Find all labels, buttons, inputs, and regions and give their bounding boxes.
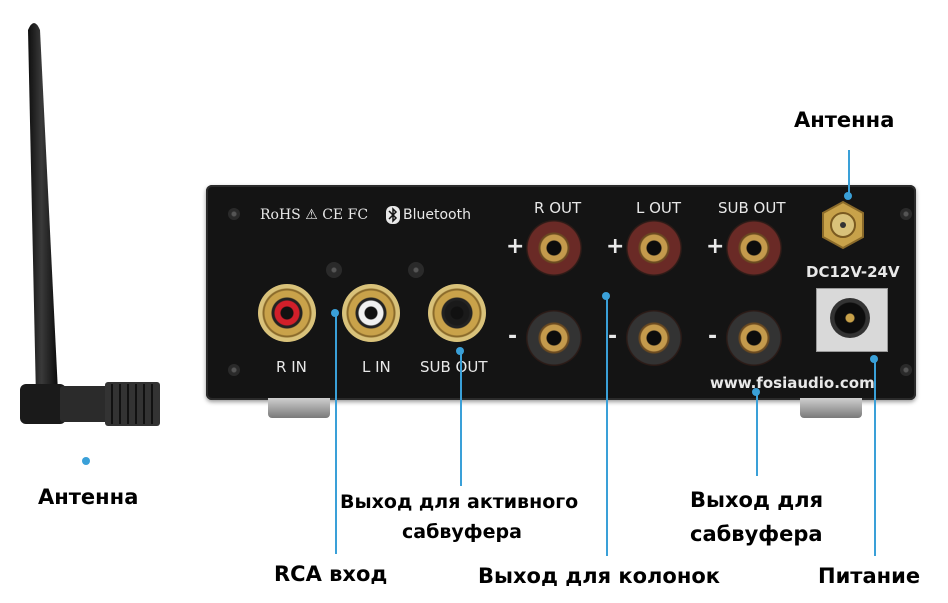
active-sub-label-line2: сабвуфера <box>402 521 522 543</box>
binding-post-icon <box>526 220 582 276</box>
active-sub-label-line1: Выход для активного <box>340 491 579 513</box>
screw-icon <box>900 364 912 376</box>
website-label: www.fosiaudio.com <box>710 374 875 392</box>
r-in-label: R IN <box>276 358 307 376</box>
screw-icon <box>228 208 240 220</box>
plus-sign: + <box>506 234 525 259</box>
antenna-callout-line <box>848 150 850 198</box>
minus-sign: - <box>708 324 718 349</box>
speaker-out-label: Выход для колонок <box>478 564 721 588</box>
screw-icon <box>900 208 912 220</box>
rca-jack-icon <box>258 284 316 342</box>
power-callout-dot <box>870 355 878 363</box>
power-callout-line <box>874 360 876 556</box>
sub-out-label-line1: Выход для <box>690 488 824 512</box>
power-label: Питание <box>818 564 921 588</box>
antenna-left-label: Антенна <box>38 485 139 509</box>
dc-voltage-label: DC12V-24V <box>806 263 900 281</box>
speaker-callout-dot <box>602 292 610 300</box>
bluetooth-label: Bluetooth <box>403 207 471 223</box>
binding-post-icon <box>726 310 782 366</box>
left-foot <box>268 398 330 418</box>
rca-jack-icon <box>428 284 486 342</box>
bluetooth-icon <box>386 206 400 224</box>
rca-callout-dot <box>331 309 339 317</box>
sub-out-label-line2: сабвуфера <box>690 522 823 546</box>
plus-sign: + <box>706 234 725 259</box>
screw-icon <box>228 364 240 376</box>
active-sub-callout-dot <box>456 347 464 355</box>
sub-out-callout-dot <box>752 388 760 396</box>
plus-sign: + <box>606 234 625 259</box>
sub-out-callout-line <box>756 394 758 476</box>
active-sub-callout-line <box>460 352 462 486</box>
rca-callout-line <box>335 314 337 554</box>
sub-out-bottom-label: SUB OUT <box>420 358 488 376</box>
dc-jack-socket <box>830 298 870 338</box>
right-foot <box>800 398 862 418</box>
antenna-callout-dot <box>844 192 852 200</box>
binding-post-icon <box>626 220 682 276</box>
antenna-icon <box>20 23 160 426</box>
screw-icon <box>408 262 424 278</box>
rca-input-label: RCA вход <box>274 562 388 586</box>
minus-sign: - <box>608 324 618 349</box>
cert-marks: RoHS ⚠ CE FC <box>260 207 369 223</box>
binding-post-icon <box>626 310 682 366</box>
sma-connector-icon <box>822 200 864 250</box>
minus-sign: - <box>508 324 518 349</box>
r-out-label: R OUT <box>534 199 582 217</box>
sub-out-top-label: SUB OUT <box>718 199 786 217</box>
binding-post-icon <box>526 310 582 366</box>
speaker-callout-line <box>606 298 608 556</box>
antenna-right-label: Антенна <box>794 108 895 132</box>
binding-post-icon <box>726 220 782 276</box>
screw-icon <box>326 262 342 278</box>
l-in-label: L IN <box>362 358 391 376</box>
l-out-label: L OUT <box>636 199 682 217</box>
antenna-callout-dot <box>82 457 90 465</box>
rca-jack-icon <box>342 284 400 342</box>
